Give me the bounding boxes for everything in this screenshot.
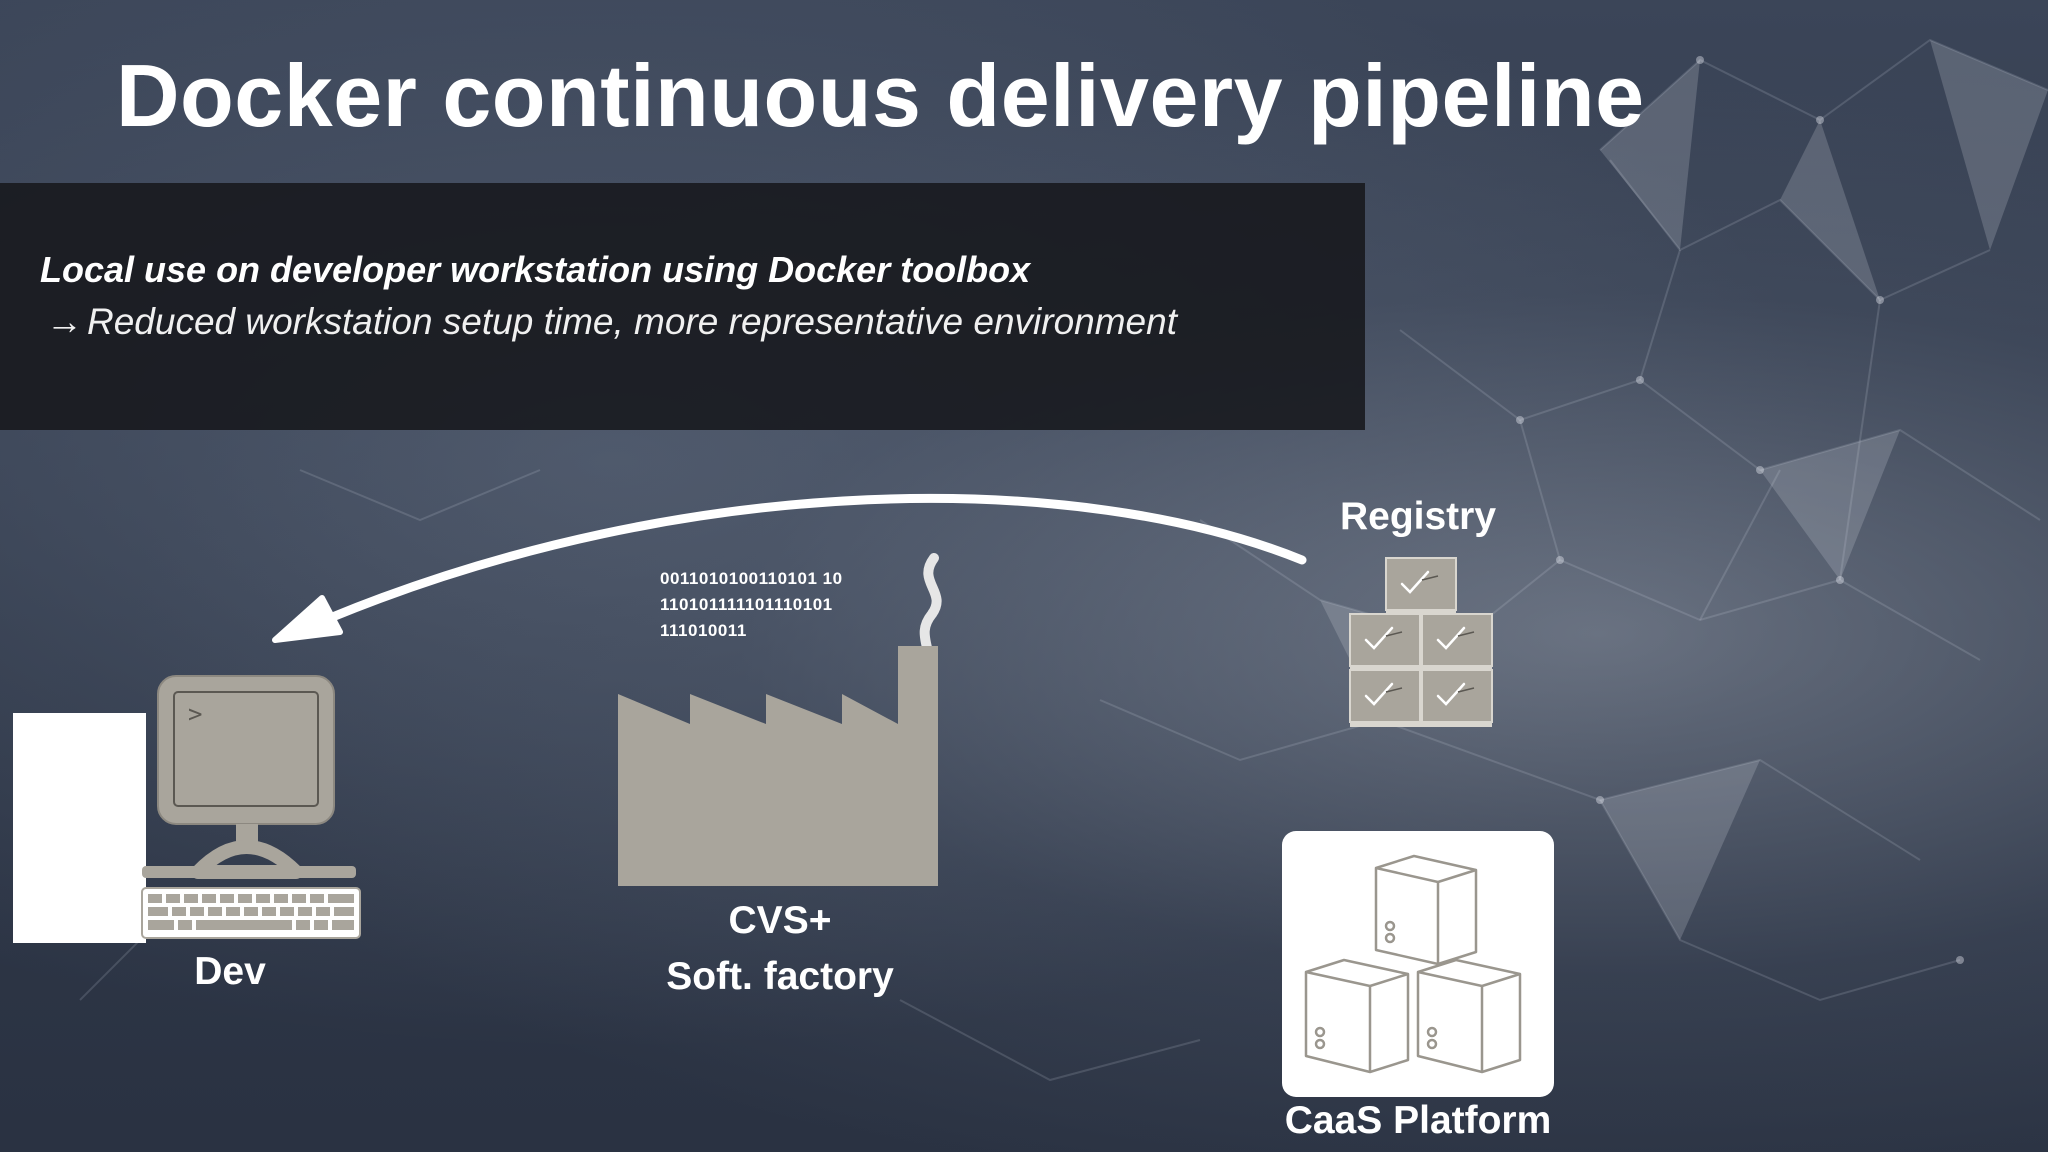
slide-title: Docker continuous delivery pipeline (116, 46, 1645, 145)
banner-line-2: →Reduced workstation setup time, more re… (46, 298, 1177, 346)
dev-label: Dev (194, 950, 266, 993)
factory-label: CVS+ Soft. factory (630, 893, 930, 1005)
arrow-curve (325, 493, 1307, 623)
factory-icon (618, 553, 942, 886)
computer-workstation-icon: > (141, 675, 361, 939)
banner-line-1: Local use on developer workstation using… (40, 249, 1031, 290)
caas-platform-label: CaaS Platform (1284, 1099, 1552, 1142)
arrow-head (272, 595, 343, 643)
binary-line: 0011010100110101 10 (660, 569, 843, 588)
stacked-crates-icon (1349, 557, 1493, 727)
registry-label: Registry (1339, 495, 1497, 538)
info-banner (0, 183, 1365, 430)
factory-label-line-1: CVS+ (728, 899, 832, 942)
banner-line-2-text: Reduced workstation setup time, more rep… (87, 301, 1177, 342)
factory-label-line-2: Soft. factory (666, 955, 894, 998)
right-arrow-icon: → (46, 301, 83, 342)
white-placeholder-block (13, 713, 146, 943)
servers-icon (1304, 854, 1522, 1074)
binary-line: 111010011 (660, 621, 747, 640)
binary-data: 0011010100110101 10 110101111101110101 1… (660, 566, 843, 644)
terminal-prompt: > (188, 700, 202, 728)
binary-line: 110101111101110101 (660, 595, 833, 614)
